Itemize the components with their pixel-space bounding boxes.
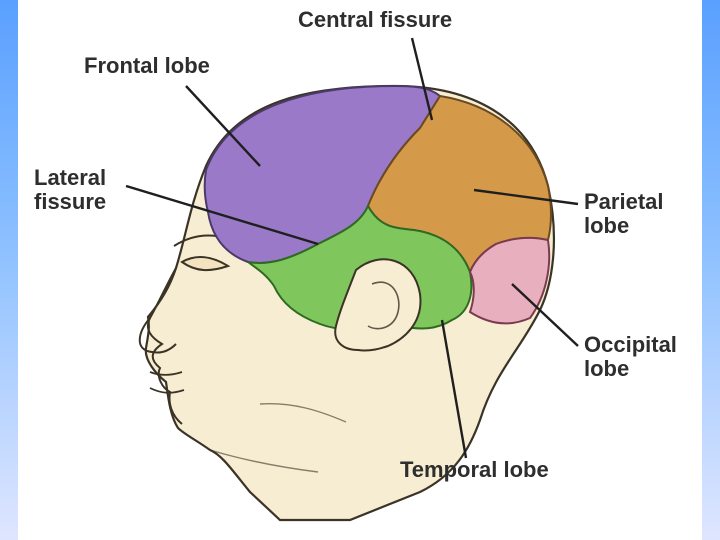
- pointer-line-parietal-lobe: [473, 188, 579, 206]
- eye-outline: [180, 256, 231, 272]
- jaw-shading: [209, 402, 347, 473]
- occipital-lobe-region: [468, 236, 551, 325]
- ear-inner-detail: [367, 281, 400, 330]
- pointer-line-frontal-lobe: [185, 85, 261, 167]
- label-lateral-fissure: Lateral fissure: [34, 166, 106, 214]
- label-lateral-fissure-line-1: Lateral: [34, 165, 107, 190]
- label-parietal-lobe-line-1: Parietal: [584, 189, 664, 214]
- pointer-line-central-fissure: [410, 37, 434, 121]
- label-frontal-lobe: Frontal lobe: [84, 53, 210, 78]
- face-profile-line: [146, 267, 183, 425]
- pointer-line-temporal-lobe: [440, 319, 468, 459]
- label-temporal-lobe: Temporal lobe: [400, 457, 549, 482]
- lips-outline: [149, 371, 185, 394]
- label-occipital-lobe: Occipital lobe: [584, 333, 677, 381]
- ear: [334, 258, 422, 352]
- nose-outline: [138, 317, 177, 354]
- label-parietal-lobe-line-2: lobe: [584, 212, 630, 238]
- label-parietal-lobe: Parietal lobe: [584, 190, 664, 238]
- label-lateral-fissure-line-2: fissure: [34, 188, 107, 214]
- label-occipital-lobe-line-2: lobe: [584, 355, 630, 381]
- label-central-fissure: Central fissure: [298, 7, 453, 32]
- label-occipital-lobe-line-1: Occipital: [584, 332, 677, 357]
- pointer-line-lateral-fissure: [125, 184, 319, 246]
- pointer-line-occipital-lobe: [511, 283, 579, 347]
